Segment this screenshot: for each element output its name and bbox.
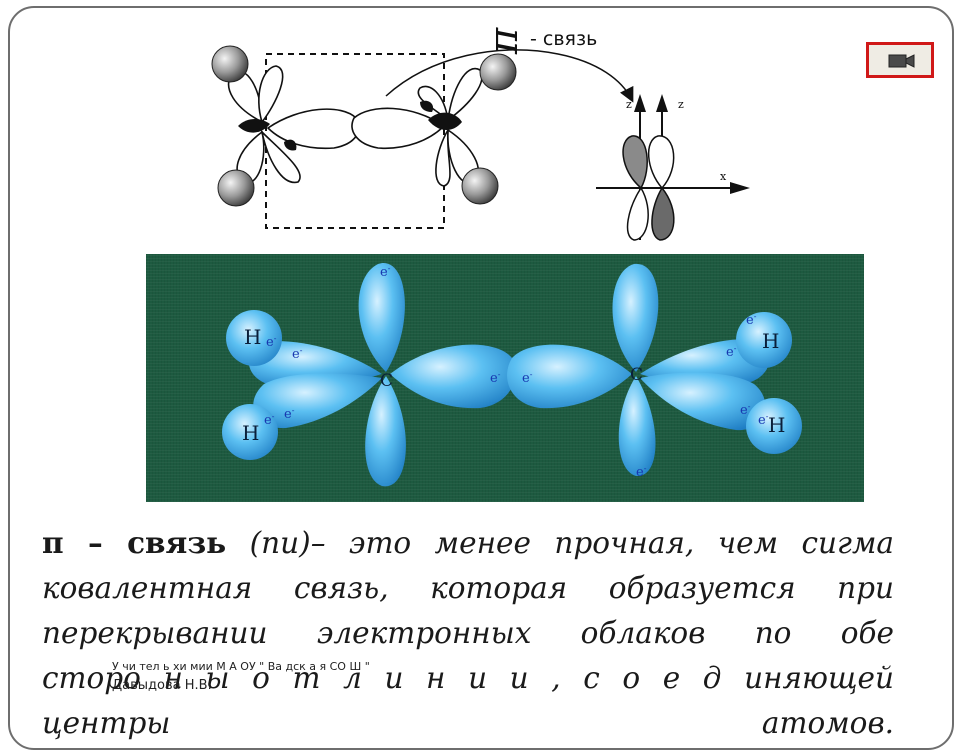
atom-label-h3: H bbox=[762, 329, 779, 353]
definition-line-1-rest: – это менее прочная, чем сигма bbox=[310, 526, 895, 560]
hydrogen-sphere-bottom-right bbox=[461, 167, 499, 205]
electron-label: e- bbox=[266, 334, 277, 350]
atom-label-c2: C bbox=[630, 365, 643, 385]
electron-label: e- bbox=[490, 370, 501, 386]
definition-line-1: π – связь (пи)– это менее прочная, чем с… bbox=[42, 520, 894, 566]
atom-label-h4: H bbox=[768, 413, 785, 437]
electron-label: e- bbox=[726, 344, 737, 360]
definition-line-4: сторо н ы о т л и н и и , с о е д иняюще… bbox=[42, 661, 894, 695]
left-carbon-orbitals bbox=[227, 65, 301, 184]
electron-cloud-model: H H H H C C e- e- e- e- e- e- e- e- e- e… bbox=[146, 254, 864, 502]
electron-label: e- bbox=[380, 264, 391, 280]
electron-label: e- bbox=[264, 412, 275, 428]
axis-label-z1: z bbox=[626, 98, 632, 111]
electron-label: e- bbox=[284, 406, 295, 422]
electron-label: e- bbox=[292, 346, 303, 362]
orbital-clouds bbox=[222, 263, 802, 487]
axis-label-x: x bbox=[720, 170, 727, 183]
p-orbitals bbox=[622, 135, 675, 241]
footer-author: Давыдова Н.В. bbox=[112, 678, 212, 693]
definition-line-3: перекрывании электронных облаков по обе bbox=[42, 616, 894, 650]
hydrogen-sphere-bottom-left bbox=[217, 169, 255, 207]
footer-watermark: У чи тел ь хи мии М А ОУ " Ва дск а я СО… bbox=[112, 660, 370, 673]
bond-label: - связь bbox=[530, 28, 598, 50]
atom-label-h2: H bbox=[242, 421, 259, 445]
video-camera-icon bbox=[888, 54, 915, 68]
axis-label-z2: z bbox=[678, 98, 684, 111]
video-button[interactable] bbox=[866, 42, 934, 78]
right-carbon-orbitals bbox=[417, 67, 483, 187]
dark-back-lobes bbox=[238, 100, 462, 151]
atom-label-c1: C bbox=[380, 371, 393, 391]
electron-label: e- bbox=[740, 402, 751, 418]
definition-line-2: ковалентная связь, которая образуется пр… bbox=[42, 571, 894, 605]
left-sigma-lobe bbox=[266, 108, 360, 150]
atom-label-h1: H bbox=[244, 325, 261, 349]
electron-label: e- bbox=[758, 412, 769, 428]
definition-paragraph: π – связь (пи)– это менее прочная, чем с… bbox=[42, 520, 894, 746]
hydrogen-sphere-top-right bbox=[479, 53, 517, 91]
curved-arrow bbox=[385, 49, 634, 103]
definition-line-5: центры атомов. bbox=[42, 706, 894, 740]
pi-symbol-label: π bbox=[481, 27, 527, 55]
hydrogen-sphere-top-left bbox=[211, 45, 249, 83]
definition-term: π – связь bbox=[42, 525, 227, 560]
right-sigma-lobe bbox=[351, 107, 446, 150]
electron-label: e- bbox=[746, 312, 757, 328]
ethylene-pi-bond-diagram: z z x bbox=[211, 45, 750, 241]
definition-paren: (пи) bbox=[249, 526, 311, 560]
electron-label: e- bbox=[636, 464, 647, 480]
electron-label: e- bbox=[522, 370, 533, 386]
